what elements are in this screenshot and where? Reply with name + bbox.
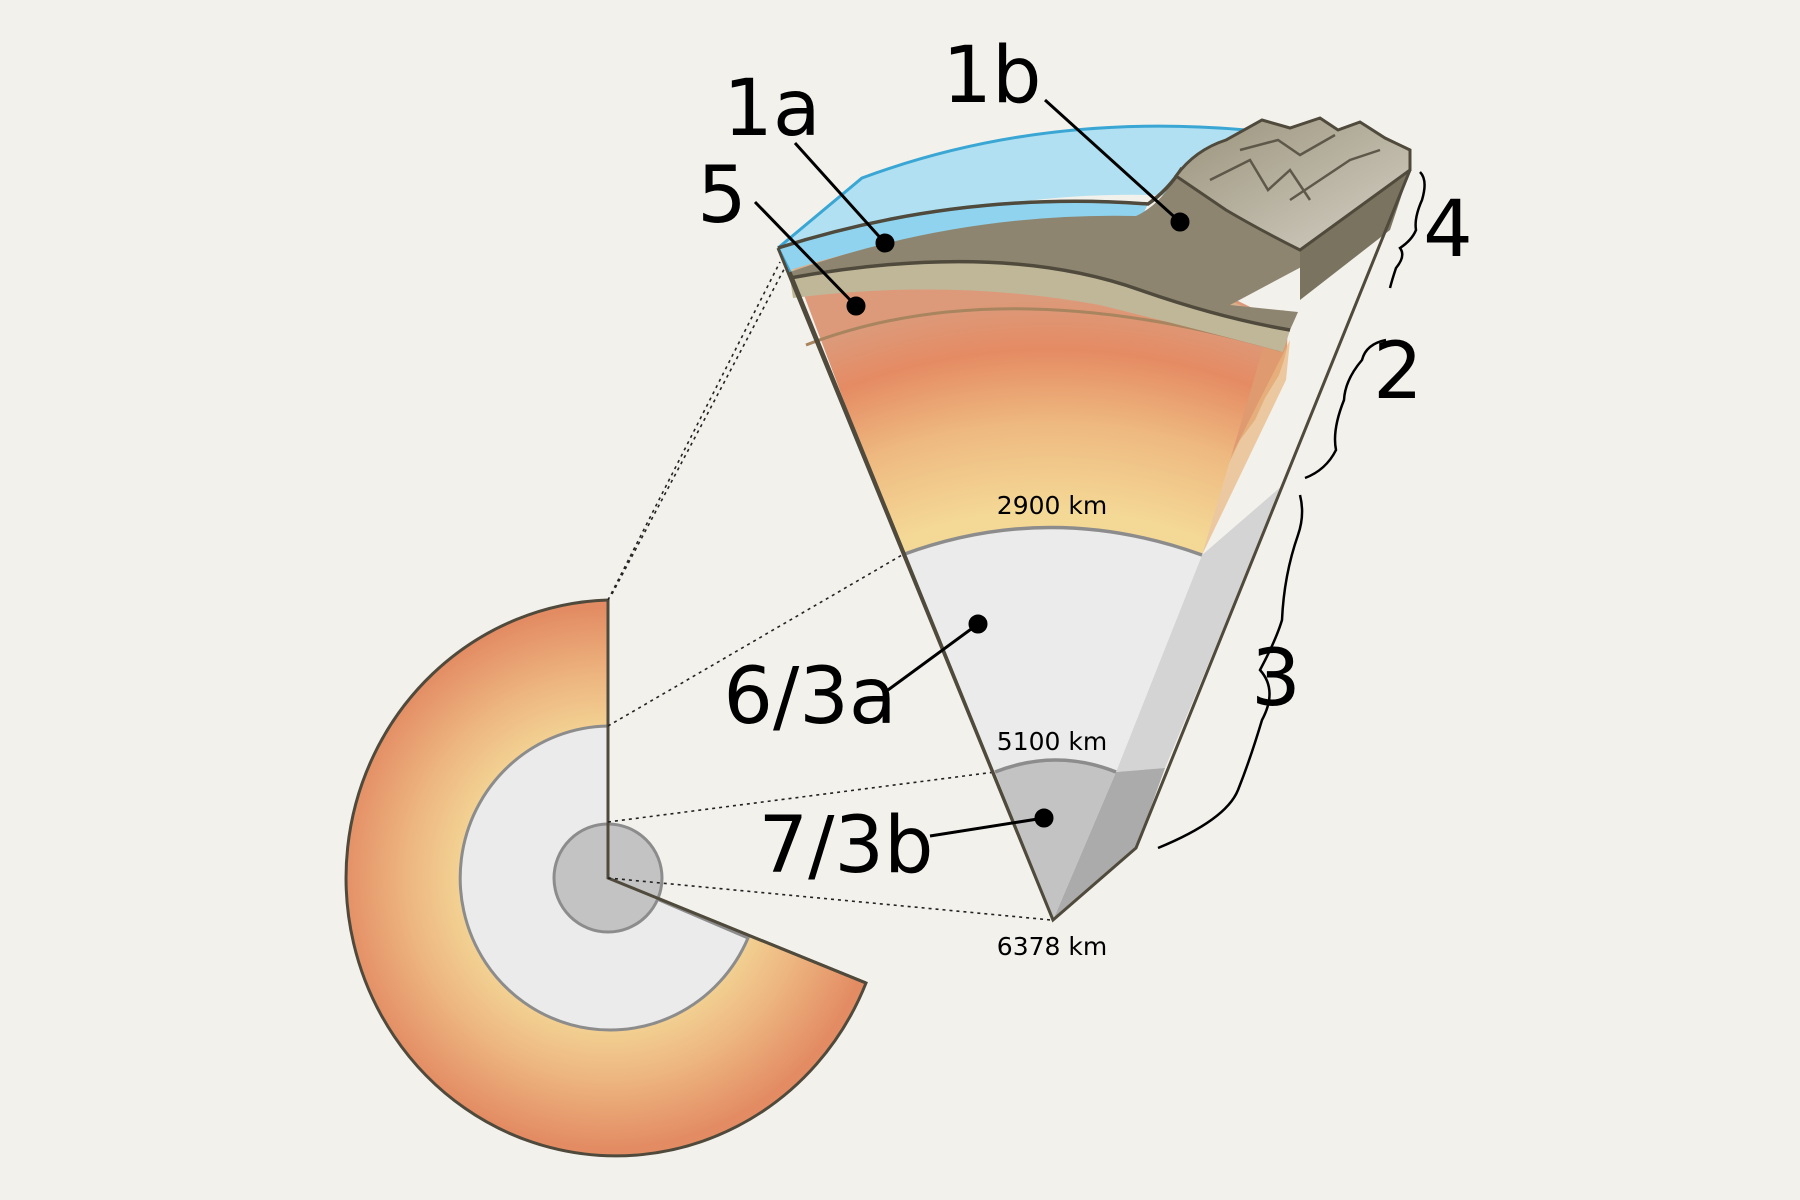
side-inner-core [1053, 768, 1165, 920]
label-2: 2 [1373, 327, 1423, 417]
pointer-5-line [753, 200, 858, 308]
continental-crust-front [790, 157, 1310, 330]
label-3: 3 [1251, 634, 1301, 724]
pointer-6-3a-line [887, 622, 979, 692]
boundary-2900 [901, 525, 1203, 557]
boundary-5100 [994, 758, 1117, 774]
crust-lower-band [790, 261, 1290, 352]
layer-labels: 1a 1b 5 4 2 3 6/3a 7/3b [697, 31, 1473, 891]
pointer-5-dot [846, 296, 866, 316]
label-5: 5 [697, 151, 747, 241]
mountain-top [1173, 116, 1412, 252]
mountain-block-side [1300, 170, 1410, 300]
pointer-1b-line [1043, 98, 1182, 224]
pointer-6-3a-dot [968, 614, 988, 634]
projection-lines [607, 257, 1052, 921]
pointer-1a-line [793, 141, 887, 245]
label-4: 4 [1423, 185, 1473, 275]
brace-4 [1388, 171, 1426, 289]
label-7-3b: 7/3b [758, 801, 933, 891]
projection-line [607, 554, 903, 727]
projection-line [607, 261, 781, 601]
pointer-1a-dot [875, 233, 895, 253]
wedge-outline [776, 169, 1412, 923]
ocean-top [778, 126, 1246, 262]
pointer-7-3b-dot [1034, 808, 1054, 828]
label-1b: 1b [942, 31, 1041, 121]
front-inner-core [995, 760, 1116, 920]
depth-label-6378: 6378 km [997, 932, 1107, 961]
crust [777, 116, 1412, 352]
mountain-ridges [1209, 133, 1381, 202]
depth-label-2900: 2900 km [997, 491, 1107, 520]
brace-3 [1157, 494, 1304, 850]
label-6-3a: 6/3a [723, 652, 896, 742]
depth-labels: 2900 km 5100 km 6378 km [997, 491, 1107, 961]
earth-cross-section-overview [344, 598, 868, 1158]
brace-2 [1304, 338, 1387, 480]
label-pointers [753, 98, 1190, 838]
projection-line [611, 257, 791, 595]
crust-outline [777, 167, 1291, 332]
front-outer-core [902, 527, 1202, 772]
layer-braces [1157, 171, 1426, 850]
pointer-1b-dot [1170, 212, 1190, 232]
depth-label-5100: 5100 km [997, 727, 1107, 756]
projection-line [607, 771, 996, 823]
label-1a: 1a [723, 64, 820, 154]
pointer-7-3b-line [929, 816, 1045, 838]
side-outer-core [1116, 485, 1283, 772]
